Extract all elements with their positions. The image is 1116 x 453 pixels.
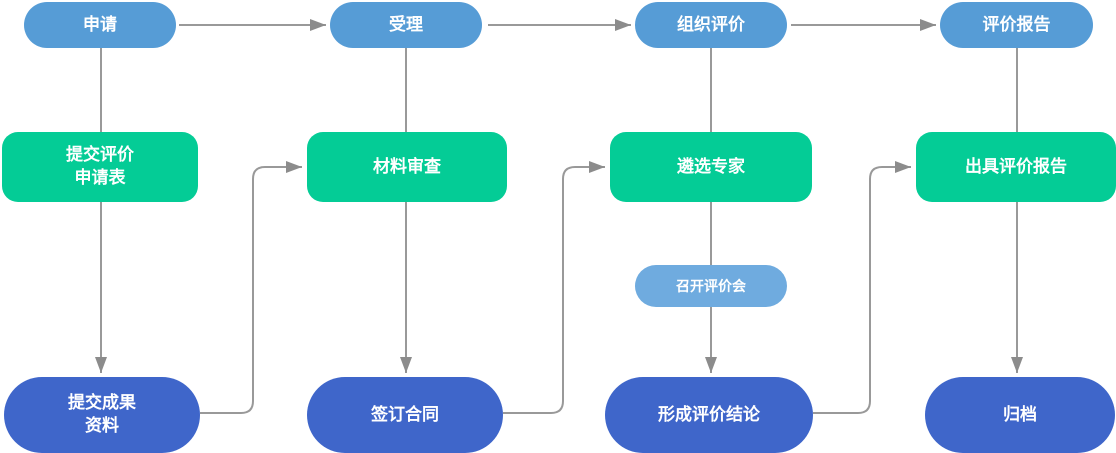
result-sign-contract: 签订合同 (307, 377, 503, 453)
stage-organize-evaluation: 组织评价 (635, 2, 787, 48)
process-select-experts-label: 遴选专家 (677, 156, 745, 176)
process-material-review-label: 材料审查 (373, 156, 441, 176)
process-submit-application-form-label: 提交评价 申请表 (66, 145, 134, 187)
stage-accept: 受理 (330, 2, 482, 48)
process-submit-application-form: 提交评价 申请表 (2, 132, 198, 202)
stage-accept-label: 受理 (389, 14, 423, 34)
connector-conclusion-issue-report-elbow (813, 161, 911, 414)
result-sign-contract-label: 签订合同 (371, 404, 439, 424)
result-form-evaluation-conclusion-label: 形成评价结论 (658, 404, 760, 424)
process-select-experts: 遴选专家 (610, 132, 812, 202)
stage-organize-evaluation-label: 组织评价 (677, 14, 745, 34)
stage-apply-label: 申请 (83, 14, 117, 34)
result-archive: 归档 (925, 377, 1115, 453)
stage-evaluation-report: 评价报告 (940, 2, 1093, 48)
result-submit-achievement-materials: 提交成果 资料 (4, 377, 200, 453)
stage-apply: 申请 (24, 2, 176, 48)
result-submit-achievement-materials-label: 提交成果 资料 (68, 393, 136, 435)
stage-evaluation-report-label: 评价报告 (982, 14, 1051, 34)
result-form-evaluation-conclusion: 形成评价结论 (605, 377, 813, 453)
process-issue-evaluation-report: 出具评价报告 (916, 132, 1116, 202)
meeting-hold-evaluation-meeting: 召开评价会 (635, 265, 787, 307)
connector-materials-review-elbow (200, 161, 302, 414)
process-material-review: 材料审查 (307, 132, 507, 202)
result-archive-label: 归档 (1003, 404, 1037, 424)
process-issue-evaluation-report-label: 出具评价报告 (965, 156, 1067, 176)
meeting-hold-evaluation-meeting-label: 召开评价会 (676, 277, 746, 294)
connector-contract-experts-elbow (503, 161, 605, 414)
